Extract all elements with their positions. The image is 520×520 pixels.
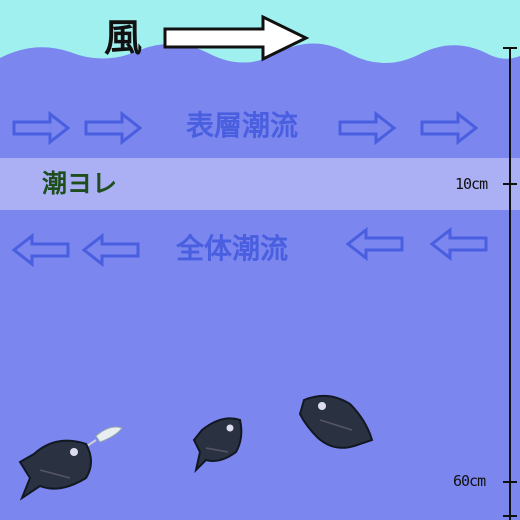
right-arrow-icon [84,110,143,146]
tide-rip-label: 潮ヨレ [42,169,118,198]
right-arrow-icon [12,110,71,146]
wind-label: 風 [104,16,143,60]
left-arrow-icon [345,226,404,262]
fish-icon [18,426,123,501]
left-arrow-icon [429,226,488,262]
left-arrow-icon [81,232,140,268]
right-arrow-icon [338,110,397,146]
fish-icon [192,417,243,474]
wind-arrow-icon [163,14,310,62]
depth-label-60: 60cm [453,472,486,490]
surface-current-label: 表層潮流 [186,109,299,142]
fish-icon [298,394,374,449]
right-arrow-icon [420,110,479,146]
left-arrow-icon [11,232,70,268]
depth-label-10: 10cm [455,175,488,193]
overall-current-label: 全体潮流 [176,232,289,265]
tide-rip-band [0,158,520,210]
